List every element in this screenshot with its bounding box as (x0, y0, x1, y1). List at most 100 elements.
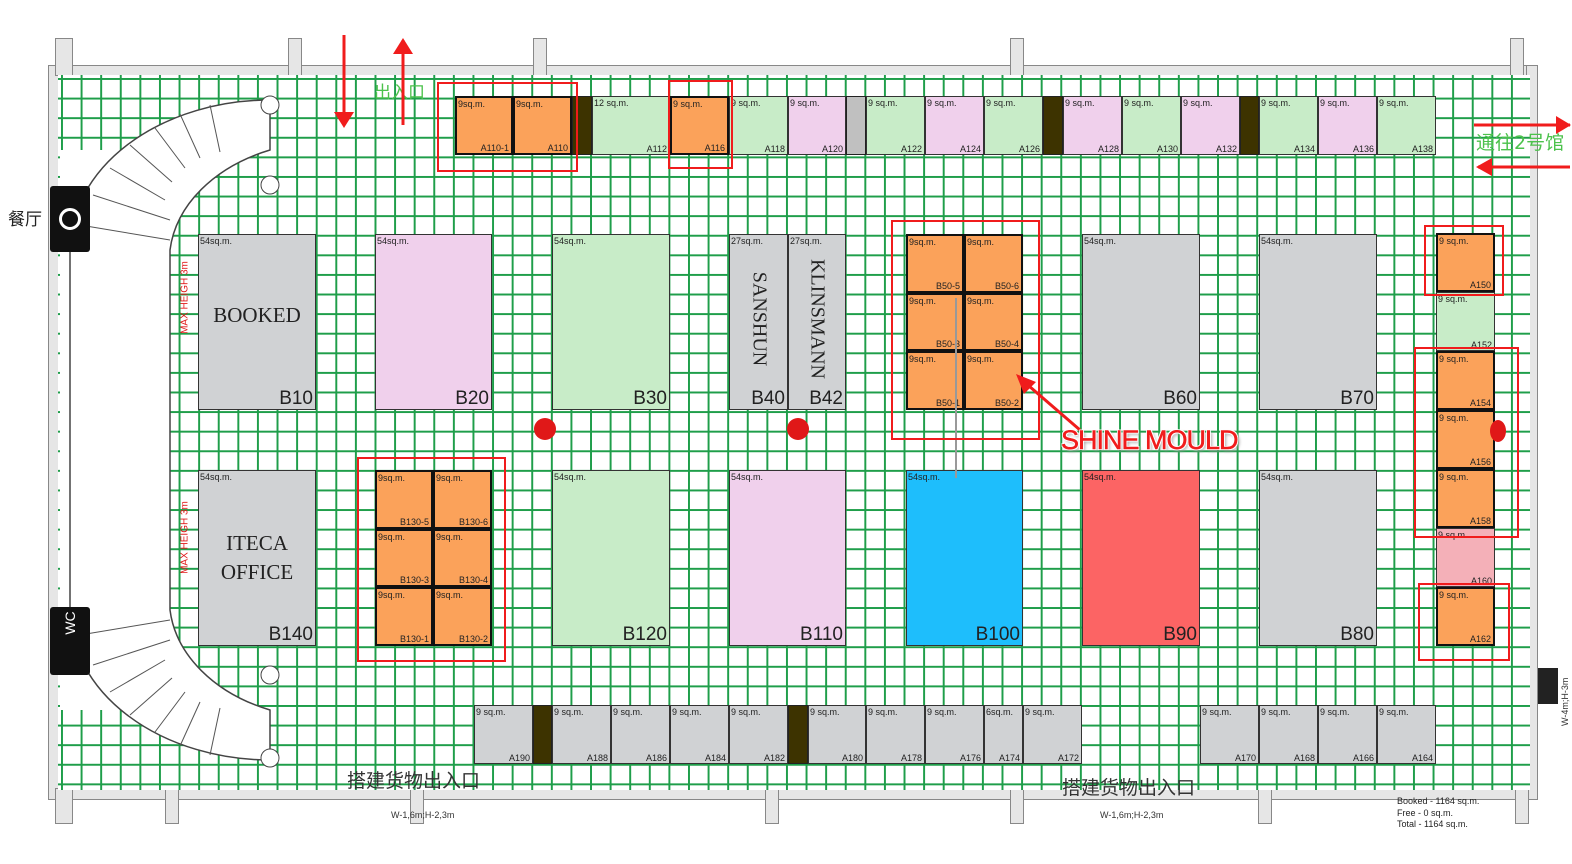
booth-number: A190 (508, 753, 530, 763)
wall-column (1258, 788, 1272, 824)
booth-area: 9sq.m. (458, 99, 486, 109)
booth-a178[interactable]: 9 sq.m.A178 (866, 705, 925, 764)
booth-a174[interactable]: 6sq.m.A174 (984, 705, 1023, 764)
booth-a116[interactable]: 9 sq.m.A116 (670, 96, 729, 155)
booth-number: A182 (763, 753, 785, 763)
max-height-note-2: MAX HEIGH 3m (179, 501, 191, 574)
booth-a154[interactable]: 9 sq.m.A154 (1436, 351, 1495, 410)
booth-b50-2[interactable]: 9sq.m.B50-2 (964, 351, 1023, 410)
booth-b90[interactable]: 54sq.m.B90 (1082, 470, 1200, 646)
structural-pillar (533, 705, 552, 764)
booth-a120[interactable]: 9 sq.m.A120 (788, 96, 846, 155)
booth-area: 27sq.m. (731, 236, 764, 246)
booth-a134[interactable]: 9 sq.m.A134 (1259, 96, 1318, 155)
booth-a128[interactable]: 9 sq.m.A128 (1063, 96, 1122, 155)
booth-b30[interactable]: 54sq.m.B30 (552, 234, 670, 410)
wall-column (765, 788, 779, 824)
booth-area: 9 sq.m. (1261, 98, 1291, 108)
booth-number: A174 (998, 753, 1020, 763)
booth-number: B110 (800, 624, 843, 645)
booth-b130-2[interactable]: 9sq.m.B130-2 (433, 587, 492, 646)
booth-a158[interactable]: 9 sq.m.A158 (1436, 469, 1495, 528)
booth-a190[interactable]: 9 sq.m.A190 (474, 705, 533, 764)
exhibitor-name: KLINSMANN (806, 258, 829, 379)
booth-area: 9 sq.m. (1183, 98, 1213, 108)
booth-a168[interactable]: 9 sq.m.A168 (1259, 705, 1318, 764)
booth-a138[interactable]: 9 sq.m.A138 (1377, 96, 1436, 155)
max-height-note-1: MAX HEIGH 3m (179, 261, 191, 334)
booth-a110[interactable]: 9sq.m.A110 (513, 96, 572, 155)
booth-number: A120 (821, 144, 843, 154)
booth-a184[interactable]: 9 sq.m.A184 (670, 705, 729, 764)
booth-a176[interactable]: 9 sq.m.A176 (925, 705, 984, 764)
booth-a188[interactable]: 9 sq.m.A188 (552, 705, 611, 764)
booth-a118[interactable]: 9 sq.m.A118 (729, 96, 788, 155)
booth-number: A118 (764, 144, 785, 154)
booth-area: 54sq.m. (1261, 472, 1294, 482)
booth-number: A170 (1234, 753, 1256, 763)
booth-b50-4[interactable]: 9sq.m.B50-4 (964, 293, 1023, 351)
booth-b120[interactable]: 54sq.m.B120 (552, 470, 670, 646)
booth-area: 9 sq.m. (810, 707, 840, 717)
booth-area: 9sq.m. (436, 473, 464, 483)
booth-group-outline (375, 470, 492, 646)
booth-area: 9sq.m. (378, 590, 406, 600)
booth-area: 9sq.m. (967, 237, 995, 247)
booth-b100[interactable]: 54sq.m.B100 (906, 470, 1023, 646)
wall-column (1010, 788, 1024, 824)
booth-a152[interactable]: 9 sq.m.A152 (1436, 292, 1495, 351)
booth-area: 9 sq.m. (868, 98, 898, 108)
booth-a186[interactable]: 9 sq.m.A186 (611, 705, 670, 764)
booth-b50-3[interactable]: 9sq.m.B50-3 (906, 293, 964, 351)
booth-number: A116 (704, 143, 725, 153)
booth-area: 9 sq.m. (613, 707, 643, 717)
booth-b20[interactable]: 54sq.m.B20 (375, 234, 492, 410)
booth-a130[interactable]: 9 sq.m.A130 (1122, 96, 1181, 155)
wall-column (288, 38, 302, 76)
booth-a170[interactable]: 9 sq.m.A170 (1200, 705, 1259, 764)
cargo-entrance-label-2: 搭建货物出入口 (1062, 777, 1196, 799)
booth-b110[interactable]: 54sq.m.B110 (729, 470, 846, 646)
booth-a124[interactable]: 9 sq.m.A124 (925, 96, 984, 155)
booth-number: B50-2 (994, 398, 1019, 408)
structural-pillar (1240, 96, 1259, 155)
connector-line (955, 298, 957, 478)
booth-a112[interactable]: 12 sq.m.A112 (592, 96, 670, 155)
booth-a180[interactable]: 9 sq.m.A180 (808, 705, 866, 764)
booth-area: 54sq.m. (1084, 236, 1117, 246)
booth-b60[interactable]: 54sq.m.B60 (1082, 234, 1200, 410)
booth-number: A110 (547, 143, 568, 153)
booth-a172[interactable]: 9 sq.m.A172 (1023, 705, 1082, 764)
booth-area: 9 sq.m. (927, 707, 957, 717)
summary-total: Total - 1164 sq.m. (1397, 819, 1468, 829)
wall-column (165, 788, 179, 824)
booth-a126[interactable]: 9 sq.m.A126 (984, 96, 1043, 155)
booth-a164[interactable]: 9 sq.m.A164 (1377, 705, 1436, 764)
booth-a166[interactable]: 9 sq.m.A166 (1318, 705, 1377, 764)
booth-a136[interactable]: 9 sq.m.A136 (1318, 96, 1377, 155)
booth-a132[interactable]: 9 sq.m.A132 (1181, 96, 1240, 155)
entrance-arrows (334, 35, 413, 128)
booth-a150[interactable]: 9 sq.m.A150 (1436, 233, 1495, 292)
booth-number: B100 (975, 624, 1020, 645)
booth-a182[interactable]: 9 sq.m.A182 (729, 705, 788, 764)
booth-b50-5[interactable]: 9sq.m.B50-5 (906, 234, 964, 293)
booth-group-outline (906, 234, 1023, 410)
pillar-marker (1490, 420, 1506, 442)
wall-column (533, 38, 547, 76)
booth-a110-1[interactable]: 9sq.m.A110-1 (455, 96, 513, 155)
booth-b80[interactable]: 54sq.m.B80 (1259, 470, 1377, 646)
booth-a122[interactable]: 9 sq.m.A122 (866, 96, 925, 155)
booth-b70[interactable]: 54sq.m.B70 (1259, 234, 1377, 410)
pillar-marker (534, 418, 556, 440)
booth-a162[interactable]: 9 sq.m.A162 (1436, 587, 1495, 646)
booth-number: A124 (959, 144, 981, 154)
booth-number: B70 (1340, 388, 1374, 409)
booth-area: 9 sq.m. (1124, 98, 1154, 108)
booth-area: 9 sq.m. (1065, 98, 1095, 108)
booth-area: 54sq.m. (554, 472, 587, 482)
